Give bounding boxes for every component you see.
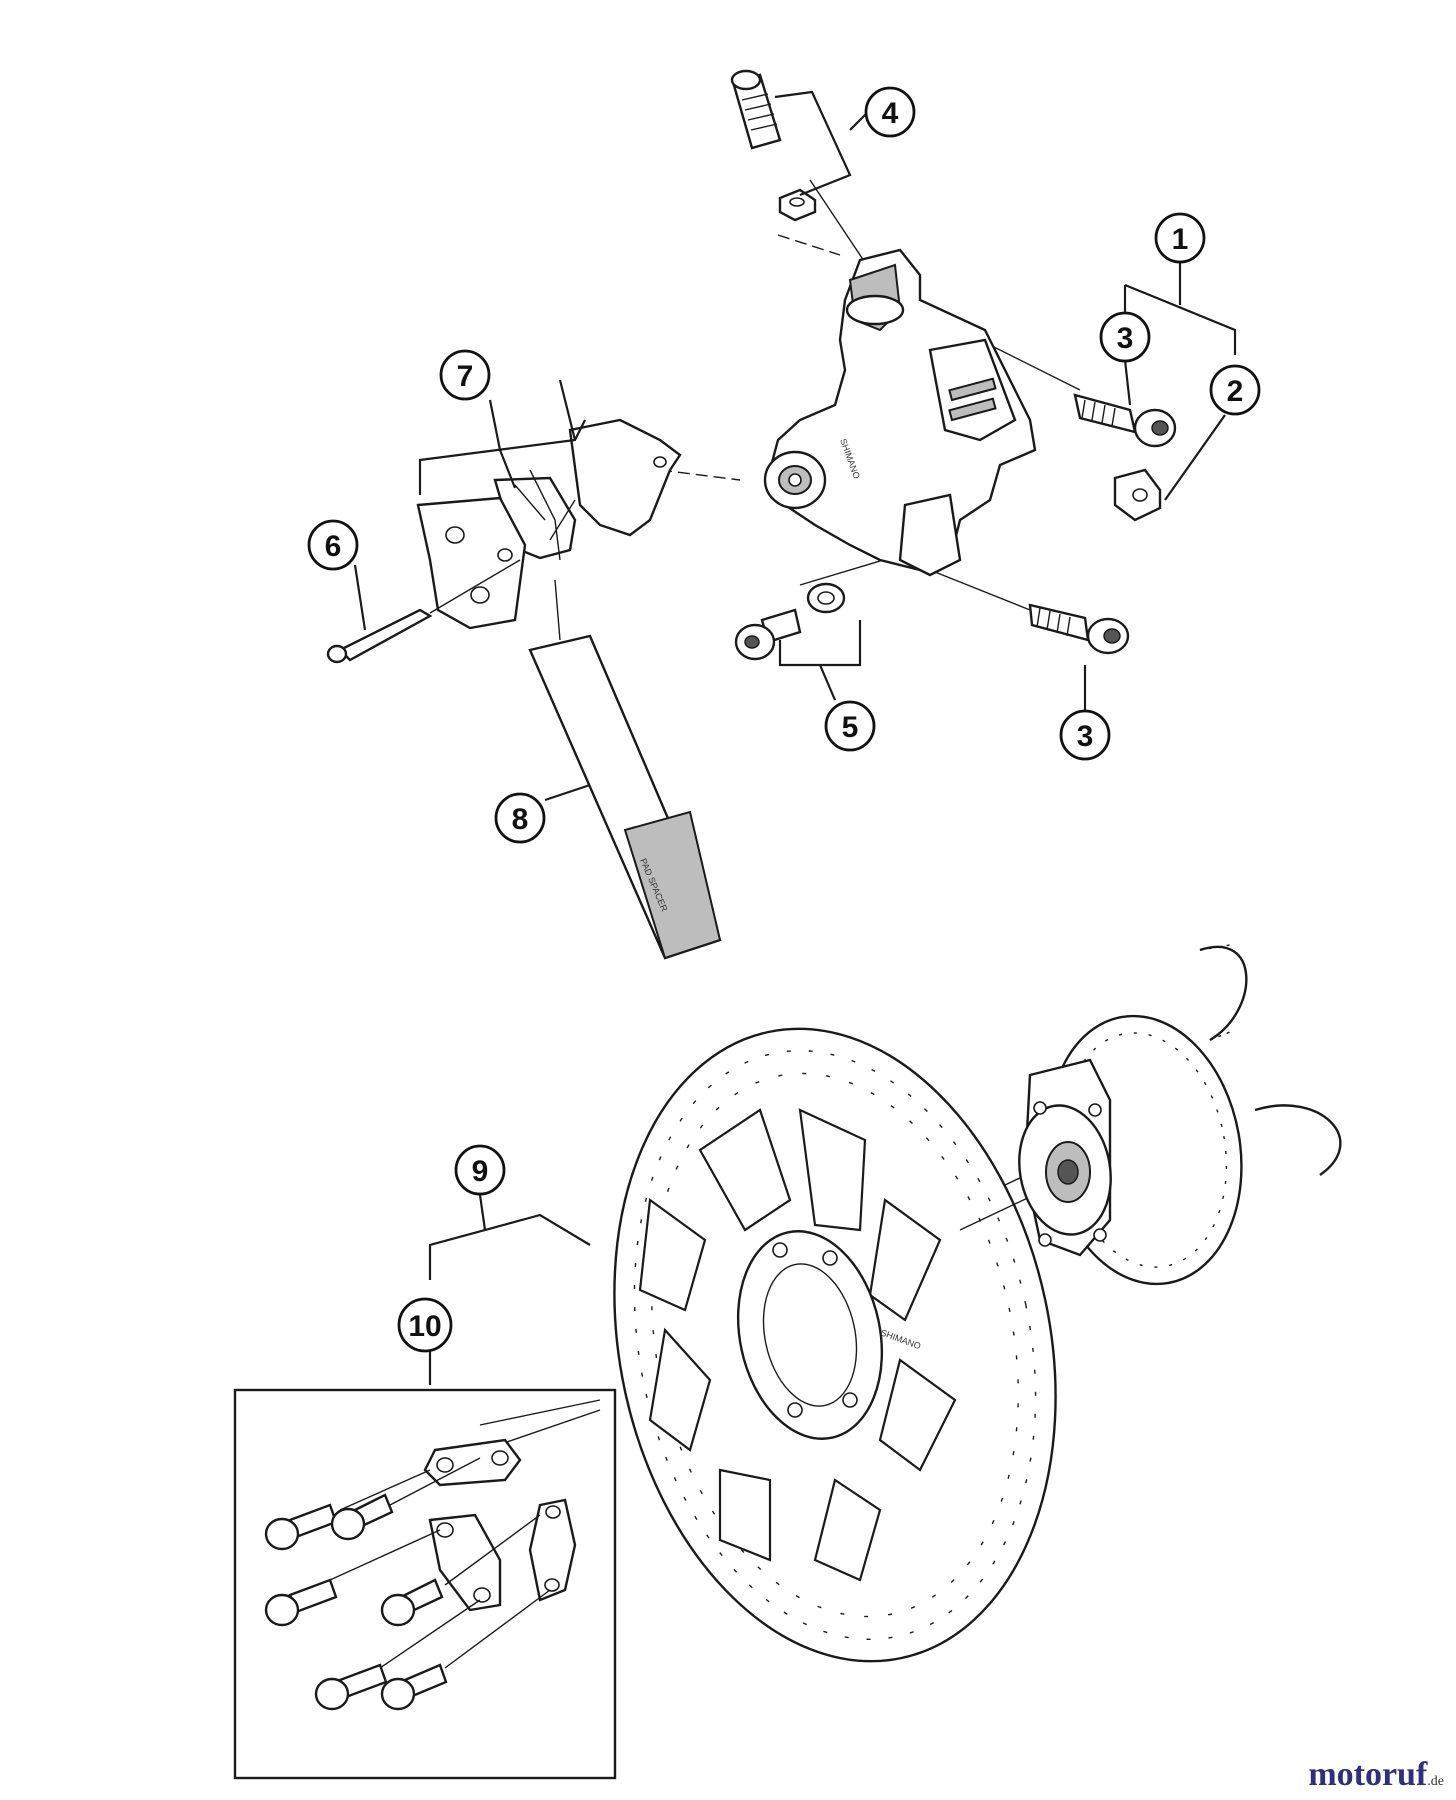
part-2-adapter-clip <box>1113 468 1162 522</box>
rotor-mounting-kit-inset <box>233 1388 617 1780</box>
watermark-tld: .de <box>1427 1774 1444 1789</box>
inset-bolt-4 <box>380 1578 444 1627</box>
part-6-split-pin <box>326 559 521 664</box>
callout-1-label: 1 <box>1172 223 1189 256</box>
callout-5-label: 5 <box>842 711 859 744</box>
callout-7: 7 <box>439 349 491 401</box>
watermark-logo: motoruf.de <box>1308 1756 1444 1794</box>
callout-9-label: 9 <box>472 1155 489 1188</box>
callout-2-label: 2 <box>1227 375 1244 408</box>
callout-2: 2 <box>1209 364 1261 416</box>
part-3-mounting-bolt-upper <box>1073 393 1177 448</box>
callout-10: 10 <box>397 1297 453 1353</box>
part-5-bolt-and-washer <box>734 582 846 661</box>
wheel-hub <box>1018 944 1342 1286</box>
callout-9: 9 <box>454 1144 506 1196</box>
inset-bolt-5 <box>314 1663 388 1711</box>
callout-6: 6 <box>307 519 359 571</box>
callout-8: 8 <box>494 792 546 844</box>
brake-rotor: SHIMANO <box>613 1027 1101 1663</box>
callout-10-label: 10 <box>408 1310 441 1343</box>
callout-4: 4 <box>864 86 916 138</box>
part-4-bolt-and-nut <box>730 69 817 222</box>
callout-1: 1 <box>1154 212 1206 264</box>
watermark-name: motoruf <box>1308 1756 1428 1793</box>
part-7-brake-pads <box>416 418 682 630</box>
inset-bolt-3 <box>264 1578 338 1627</box>
callout-3-lower: 3 <box>1059 709 1111 761</box>
callout-4-label: 4 <box>882 97 899 130</box>
callout-5: 5 <box>824 700 876 752</box>
inset-bolt-2 <box>330 1493 394 1541</box>
callout-6-label: 6 <box>325 530 342 563</box>
part-8-pad-spacer: PAD SPACER <box>528 579 722 960</box>
caliper-assembly: SHIMANO <box>326 69 1177 960</box>
part-3-mounting-bolt-lower <box>1028 603 1130 655</box>
leader-lines <box>353 90 1237 1385</box>
callout-8-label: 8 <box>512 803 529 836</box>
inset-bolt-6 <box>380 1663 448 1711</box>
callout-3-upper-label: 3 <box>1117 322 1134 355</box>
callout-7-label: 7 <box>457 360 474 393</box>
callout-3-lower-label: 3 <box>1077 720 1094 753</box>
callout-3-upper: 3 <box>1099 311 1151 363</box>
